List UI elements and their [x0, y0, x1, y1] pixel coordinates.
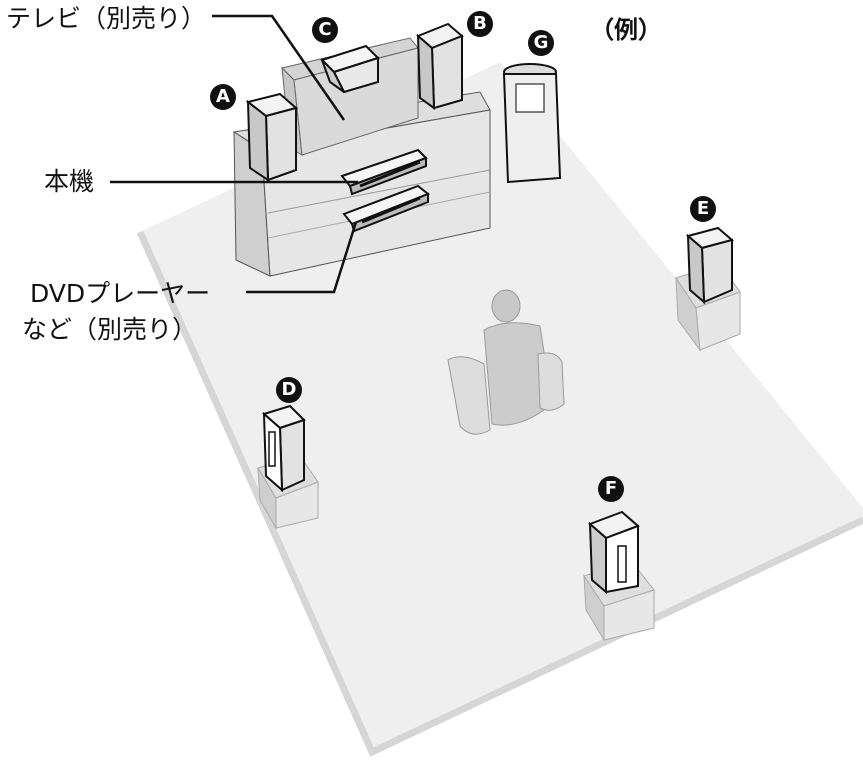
dvd-label-line2: など（別売り）: [22, 315, 198, 344]
speaker-a: [245, 92, 299, 182]
speaker-a-badge: A: [210, 84, 236, 110]
dvd-player-device: [342, 184, 430, 233]
unit-label: 本機: [44, 167, 95, 196]
tv-label: テレビ（別売り）: [6, 4, 207, 33]
speaker-e-badge: E: [690, 196, 716, 222]
tv-leader-line: [212, 14, 346, 121]
speaker-g: [502, 63, 562, 184]
speaker-d: [257, 404, 319, 530]
speaker-b-badge: B: [467, 11, 493, 37]
listener-in-chair: [447, 289, 565, 435]
speaker-f-badge: F: [598, 476, 624, 502]
speaker-b: [416, 22, 464, 110]
speaker-f: [583, 510, 655, 642]
dvd-leader-line: [246, 221, 358, 294]
unit-device: [340, 148, 428, 196]
speaker-d-badge: D: [276, 377, 302, 403]
speaker-c: [320, 44, 380, 94]
floor-edge-shadow: [136, 230, 863, 757]
speaker-c-badge: C: [312, 17, 338, 43]
speaker-g-badge: G: [528, 30, 554, 56]
example-label: （例）: [590, 16, 662, 44]
dvd-label-line1: DVDプレーヤー: [30, 279, 211, 308]
speaker-e: [675, 226, 741, 352]
